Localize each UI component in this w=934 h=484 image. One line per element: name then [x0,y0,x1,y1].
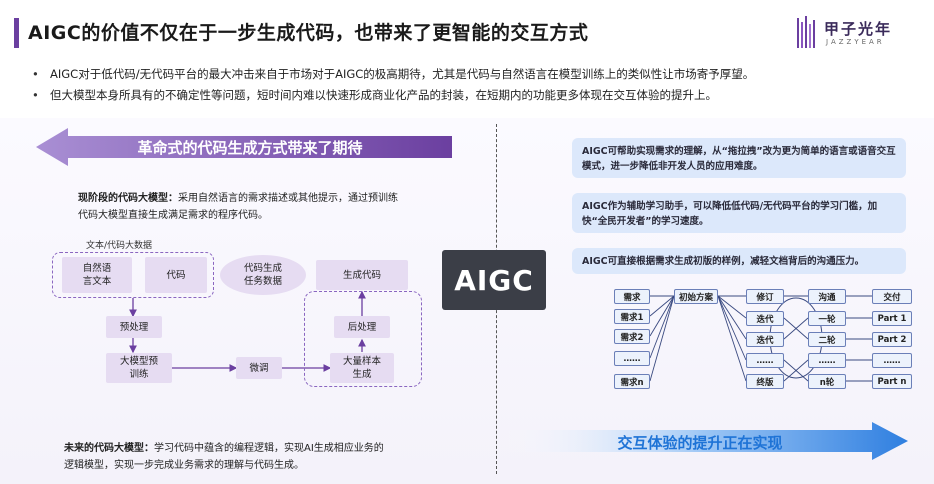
flow-node-delivery: 交付 [872,289,912,304]
title-accent-bar [14,18,19,48]
flow-node-revision: 终版 [746,374,784,389]
flow-node-delivery: Part n [872,374,912,389]
current-model-text-2: 代码大模型直接生成满足需求的程序代码。 [78,210,268,221]
dataset-group [52,252,214,298]
flow-node-revision: 修订 [746,289,784,304]
benefit-card: AIGC可帮助实现需求的理解，从“拖拉拽”改为更为简单的语言或语音交互模式，进一… [572,138,906,178]
future-model-desc: 未来的代码大模型：学习代码中蕴含的编程逻辑，实现AI生成相应业务的 逻辑模型，实… [64,440,444,474]
benefit-card: AIGC作为辅助学习助手，可以降低低代码/无代码平台的学习门槛，加快“全民开发者… [572,193,906,233]
flow-node-revision: 迭代 [746,332,784,347]
flow-node-revision: 迭代 [746,311,784,326]
brand-logo: 甲子光年 JAZZYEAR [796,14,916,54]
node-natural-language: 自然语 言文本 [62,257,132,293]
flow-node-req: 需求2 [614,329,650,344]
current-model-desc: 现阶段的代码大模型：采用自然语言的需求描述或其他提示，通过预训练 代码大模型直接… [78,190,418,224]
logo-text-cn: 甲子光年 [824,20,893,38]
aigc-center-label: AIGC [442,250,546,310]
logo-mark-icon [797,16,815,48]
flow-node-communication: 一轮 [808,311,846,326]
bullet-item: AIGC对于低代码/无代码平台的最大冲击来自于市场对于AIGC的极高期待，尤其是… [30,64,910,85]
logo-text-en: JAZZYEAR [826,38,885,46]
current-model-text-1: 采用自然语言的需求描述或其他提示，通过预训练 [178,193,398,204]
node-task-data: 代码生成 任务数据 [220,255,306,295]
node-preprocess: 预处理 [106,316,162,338]
flow-node-initial: 初始方案 [674,289,718,304]
generation-group [304,291,422,387]
flow-node-req: …… [614,351,650,366]
page-title: AIGC的价值不仅在于一步生成代码，也带来了更智能的交互方式 [28,22,589,44]
flow-node-communication: 二轮 [808,332,846,347]
right-banner-text: 交互体验的提升正在实现 [617,434,783,452]
flow-node-req: 需求1 [614,309,650,324]
node-pretrain: 大模型预 训练 [106,353,172,383]
flow-node-communication: n轮 [808,374,846,389]
node-finetune: 微调 [236,357,282,379]
flow-node-communication: …… [808,353,846,368]
flow-node-delivery: …… [872,353,912,368]
node-generated-code: 生成代码 [316,260,408,290]
bullet-item: 但大模型本身所具有的不确定性等问题，短时间内难以快速形成商业化产品的封装，在短期… [30,85,910,106]
flow-node-revision: …… [746,353,784,368]
flow-node-communication: 沟通 [808,289,846,304]
future-model-label: 未来的代码大模型： [64,443,154,454]
future-model-text-2: 逻辑模型，实现一步完成业务需求的理解与代码生成。 [64,460,304,471]
flow-node-req: 需求n [614,374,650,389]
flow-node-delivery: Part 2 [872,332,912,347]
left-banner-text: 革命式的代码生成方式带来了期待 [137,139,363,157]
future-model-text-1: 学习代码中蕴含的编程逻辑，实现AI生成相应业务的 [154,443,384,454]
node-postprocess: 后处理 [334,316,390,338]
flow-node-delivery: Part 1 [872,311,912,326]
current-model-label: 现阶段的代码大模型： [78,193,178,204]
node-code: 代码 [145,257,207,293]
dataset-label: 文本/代码大数据 [86,241,153,251]
node-sample-gen: 大量样本 生成 [330,353,394,383]
flow-node-req: 需求 [614,289,650,304]
intro-bullets: AIGC对于低代码/无代码平台的最大冲击来自于市场对于AIGC的极高期待，尤其是… [30,64,910,106]
benefit-card: AIGC可直接根据需求生成初版的样例，减轻文档背后的沟通压力。 [572,248,906,274]
